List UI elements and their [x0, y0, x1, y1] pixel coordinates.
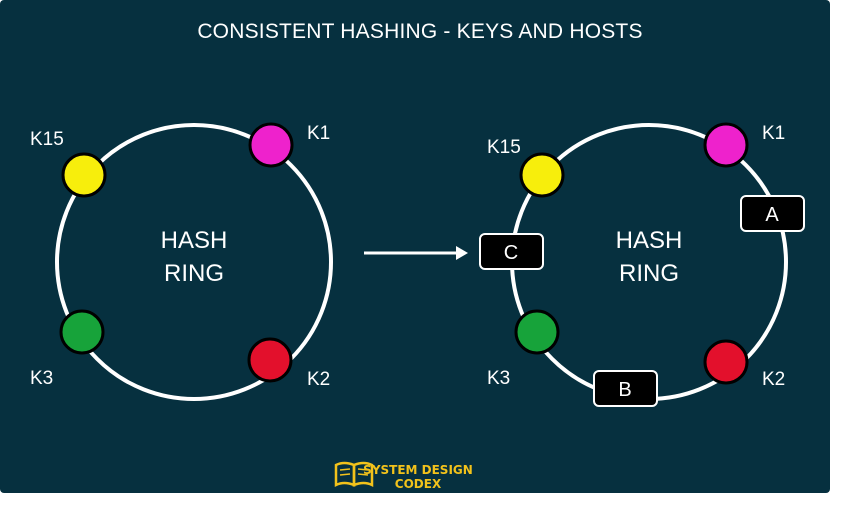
transition-arrow	[364, 246, 468, 260]
host-b: B	[593, 370, 658, 407]
left-key-k2-node	[247, 337, 293, 383]
right-key-k2-label: K2	[762, 369, 785, 390]
right-key-k15-node	[519, 152, 565, 198]
right-hash-ring-group: HASH RING K1 K15 K3 K2 A C B	[479, 122, 805, 407]
right-key-k2-node	[703, 339, 749, 385]
right-ring-center-line2: RING	[619, 260, 679, 287]
right-key-k1-node	[703, 122, 749, 168]
left-key-k1-label: K1	[307, 123, 330, 144]
brand-logo: SYSTEM DESIGN CODEX	[334, 461, 473, 491]
left-ring-center-line1: HASH	[161, 227, 228, 254]
host-a-label: A	[765, 204, 779, 226]
left-ring-center-line2: RING	[164, 260, 224, 287]
brand-line2: CODEX	[395, 477, 442, 491]
host-a: A	[740, 195, 805, 232]
host-b-label: B	[618, 379, 631, 401]
left-hash-ring	[55, 123, 333, 401]
left-hash-ring-group: HASH RING K1 K15 K3 K2	[30, 122, 333, 401]
right-ring-center-line1: HASH	[616, 227, 683, 254]
host-c: C	[479, 233, 544, 270]
right-key-k3-label: K3	[487, 368, 510, 389]
left-key-k3-label: K3	[30, 368, 53, 389]
host-c-box	[479, 233, 544, 270]
diagram-title: CONSISTENT HASHING - KEYS AND HOSTS	[197, 20, 642, 43]
left-key-k15-label: K15	[30, 129, 64, 150]
left-key-k1-node	[248, 122, 294, 168]
host-c-label: C	[504, 242, 518, 264]
host-a-box	[740, 195, 805, 232]
right-key-k15-label: K15	[487, 137, 521, 158]
background-panel	[0, 0, 830, 493]
right-key-k1-label: K1	[762, 123, 785, 144]
left-key-k2-label: K2	[307, 369, 330, 390]
open-book-icon	[334, 461, 374, 488]
left-key-k15-node	[61, 152, 107, 198]
left-key-k3-node	[59, 309, 105, 355]
right-key-k3-node	[514, 309, 560, 355]
host-b-box	[593, 370, 658, 407]
brand-line1: SYSTEM DESIGN	[363, 463, 473, 477]
